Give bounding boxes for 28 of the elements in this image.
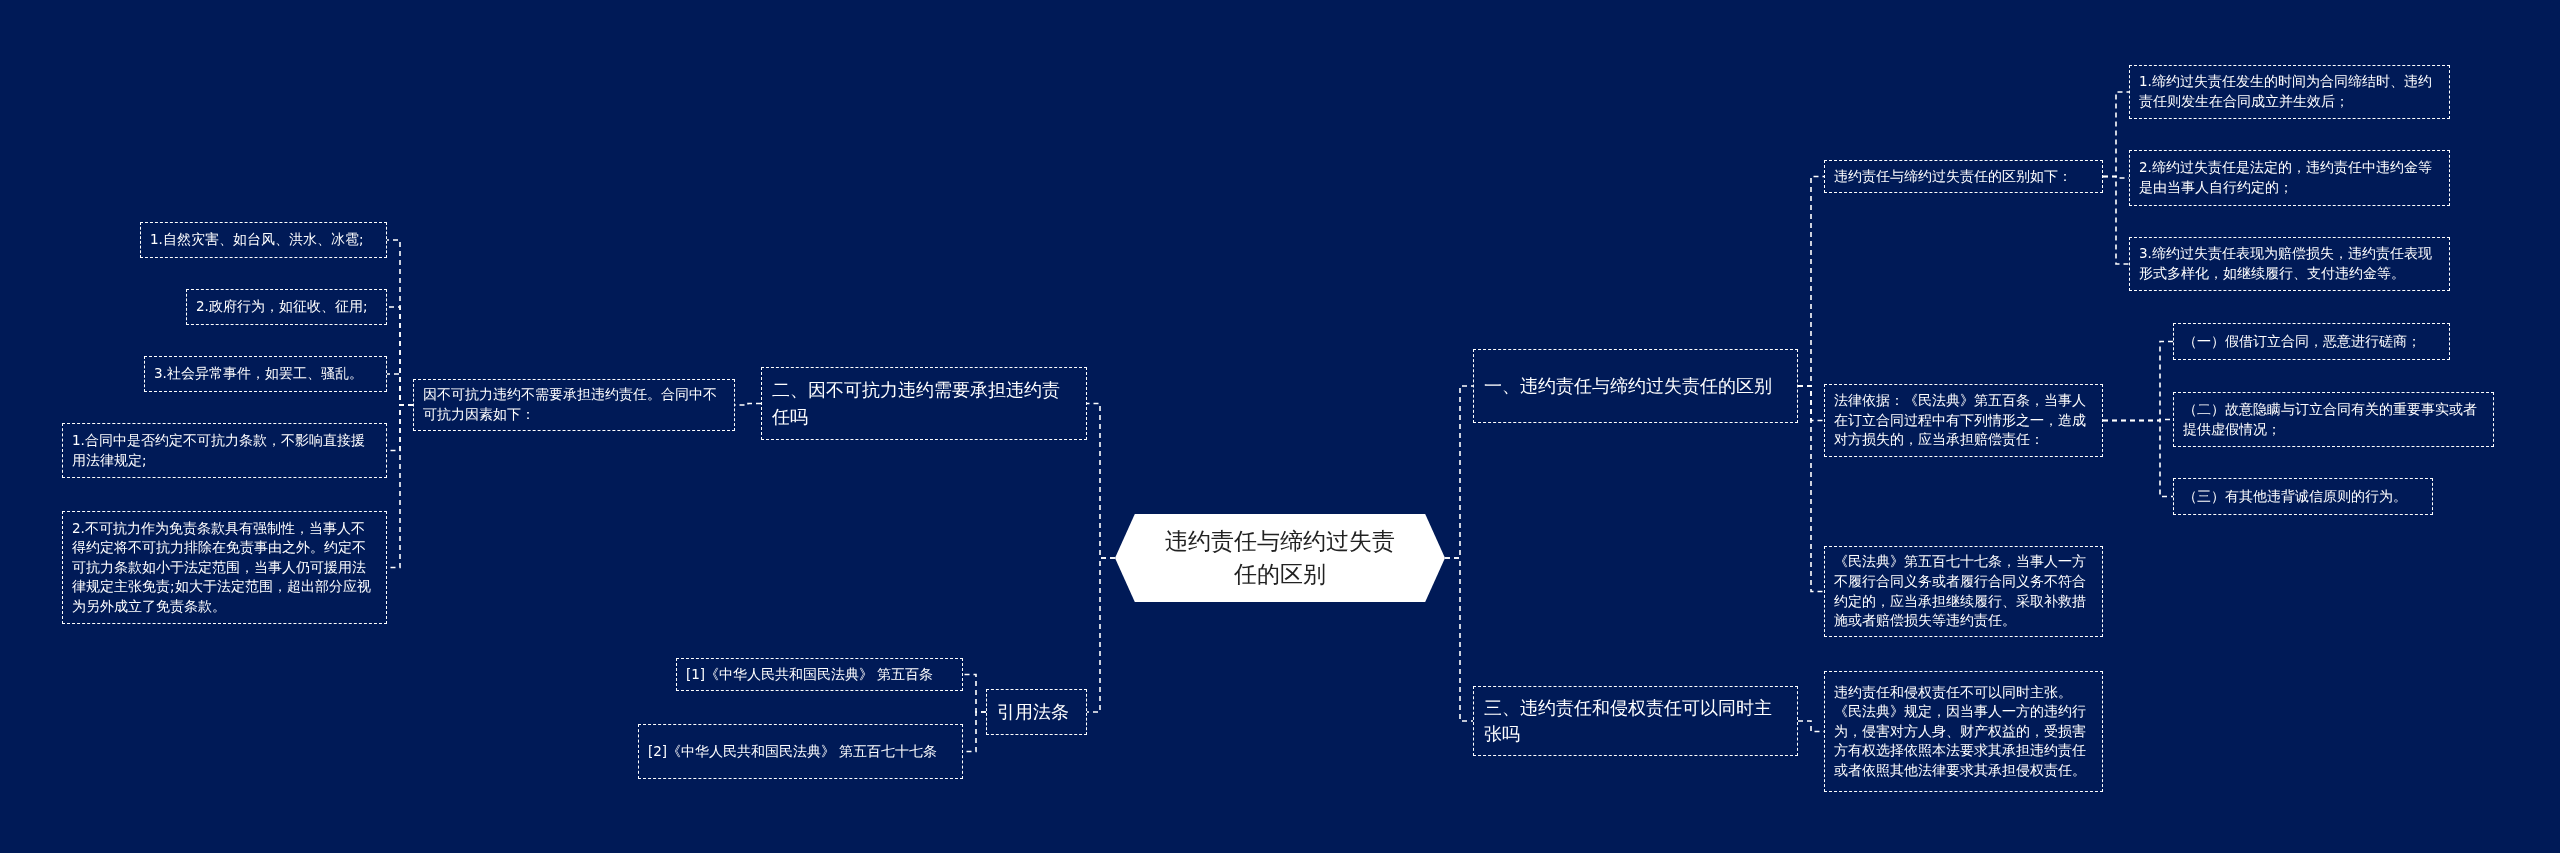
subtopic-box: [1]《中华人民共和国民法典》 第五百条: [676, 658, 963, 691]
subtopic-box: 1.合同中是否约定不可抗力条款，不影响直接援用法律规定;: [62, 423, 387, 478]
subtopic-box: 3.社会异常事件，如罢工、骚乱。: [144, 356, 387, 392]
subtopic-box: 2.政府行为，如征收、征用;: [186, 289, 387, 325]
subtopic-box: 3.缔约过失责任表现为赔偿损失，违约责任表现形式多样化，如继续履行、支付违约金等。: [2129, 237, 2450, 291]
subtopic-box: 1.缔约过失责任发生的时间为合同缔结时、违约责任则发生在合同成立并生效后；: [2129, 65, 2450, 119]
topic-box: 引用法条: [986, 689, 1087, 735]
subtopic-box: 1.自然灾害、如台风、洪水、冰雹;: [140, 222, 387, 258]
subtopic-box: [2]《中华人民共和国民法典》 第五百七十七条: [638, 724, 963, 779]
connector-line: [1086, 557, 1116, 713]
subtopic-box: 2.缔约过失责任是法定的，违约责任中违约金等是由当事人自行约定的；: [2129, 150, 2450, 206]
connector-line: [734, 402, 762, 406]
subtopic-box: （三）有其他违背诚信原则的行为。: [2173, 478, 2433, 515]
subtopic-box: 《民法典》第五百七十七条，当事人一方不履行合同义务或者履行合同义务不符合约定的，应当承担继续履行、采取补救措施或者赔偿损失等违约责任。: [1824, 546, 2103, 637]
connector-line: [1444, 557, 1474, 722]
subtopic-box: 法律依据：《民法典》第五百条，当事人在订立合同过程中有下列情形之一，造成对方损失的，应当承担赔偿责任：: [1824, 384, 2103, 457]
subtopic-box: （二）故意隐瞒与订立合同有关的重要事实或者提供虚假情况；: [2173, 392, 2494, 447]
subtopic-box: 2.不可抗力作为免责条款具有强制性，当事人不得约定将不可抗力排除在免责事由之外。约定不可抗力条款如小于法定范围，当事人仍可援用法律规定主张免责;如大于法定范围，超出部分应视为另外成立了免责条款。: [62, 511, 387, 624]
topic-box: 一、违约责任与缔约过失责任的区别: [1473, 349, 1798, 423]
connector-line: [2102, 175, 2130, 265]
subtopic-box: 违约责任与缔约过失责任的区别如下：: [1824, 160, 2103, 193]
connector-line: [1797, 385, 1825, 593]
subtopic-box: 违约责任和侵权责任不可以同时主张。《民法典》规定，因当事人一方的违约行为，侵害对方人身、财产权益的，受损害方有权选择依照本法要求其承担违约责任或者依照其他法律要求其承担侵权责任。: [1824, 671, 2103, 792]
connector-line: [2102, 419, 2174, 498]
topic-box: 二、因不可抗力违约需要承担违约责任吗: [761, 367, 1087, 440]
subtopic-box: 因不可抗力违约不需要承担违约责任。合同中不可抗力因素如下：: [413, 379, 735, 431]
subtopic-box: （一）假借订立合同，恶意进行磋商；: [2173, 323, 2450, 360]
topic-box: 三、违约责任和侵权责任可以同时主张吗: [1473, 686, 1798, 756]
